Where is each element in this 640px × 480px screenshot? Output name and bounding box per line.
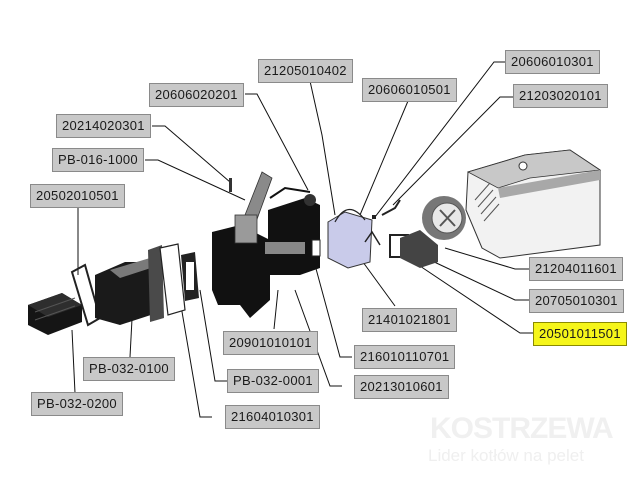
mounting-plate-part (159, 243, 186, 316)
leader-PB-016-1000 (145, 159, 246, 201)
leader-21204011601 (444, 247, 529, 270)
leader-20705010301 (429, 259, 529, 301)
leader-20606010501 (359, 100, 409, 216)
leader-20606020201 (245, 93, 309, 191)
leader-20214020301 (152, 125, 231, 183)
part-label-20606010301[interactable]: 20606010301 (505, 50, 600, 74)
part-label-21604010301[interactable]: 21604010301 (225, 405, 320, 429)
part-label-21205010402[interactable]: 21205010402 (258, 59, 353, 83)
leader-PB-032-0200 (71, 329, 76, 394)
combustion-chamber-part (212, 171, 320, 318)
fan-blower-part (389, 196, 466, 268)
leader-21203020101 (392, 96, 513, 206)
leader-21205010402 (309, 80, 336, 216)
watermark-brand: KOSTRZEWA (430, 412, 614, 445)
part-label-20705010301[interactable]: 20705010301 (529, 289, 624, 313)
leader-PB-032-0001 (199, 289, 227, 382)
igniter-housing-part (311, 208, 373, 269)
part-label-21401021801[interactable]: 21401021801 (362, 308, 457, 332)
part-label-216010110701[interactable]: 216010110701 (354, 345, 456, 369)
leader-20901010101 (273, 289, 279, 330)
part-label-20606010501[interactable]: 20606010501 (362, 78, 457, 102)
part-label-PB-016-1000[interactable]: PB-016-1000 (52, 148, 144, 172)
part-label-20501011501[interactable]: 20501011501 (533, 322, 627, 346)
watermark-tagline: Lider kotłów na pelet (428, 446, 584, 465)
part-label-PB-032-0200[interactable]: PB-032-0200 (31, 392, 123, 416)
leader-20501011501 (407, 257, 534, 334)
burner-cover-part (465, 149, 602, 259)
part-label-PB-032-0001[interactable]: PB-032-0001 (227, 369, 319, 393)
leader-21604010301 (179, 299, 212, 418)
part-label-PB-032-0100[interactable]: PB-032-0100 (83, 357, 175, 381)
leader-216010110701 (314, 264, 352, 358)
leader-21401021801 (359, 257, 396, 307)
part-label-21204011601[interactable]: 21204011601 (529, 257, 623, 281)
gasket-plate-part (181, 252, 199, 301)
part-label-20901010101[interactable]: 20901010101 (223, 331, 318, 355)
part-label-20213010601[interactable]: 20213010601 (354, 375, 449, 399)
part-label-20214020301[interactable]: 20214020301 (56, 114, 151, 138)
part-label-20606020201[interactable]: 20606020201 (149, 83, 244, 107)
leader-lines (71, 61, 534, 418)
burner-body-part (95, 245, 164, 325)
part-label-21203020101[interactable]: 21203020101 (513, 84, 608, 108)
connector-parts (364, 199, 401, 246)
leader-20606010301 (374, 61, 506, 218)
feeder-tube-part (28, 293, 82, 335)
leader-20213010601 (294, 289, 342, 387)
part-label-20502010501[interactable]: 20502010501 (30, 184, 125, 208)
